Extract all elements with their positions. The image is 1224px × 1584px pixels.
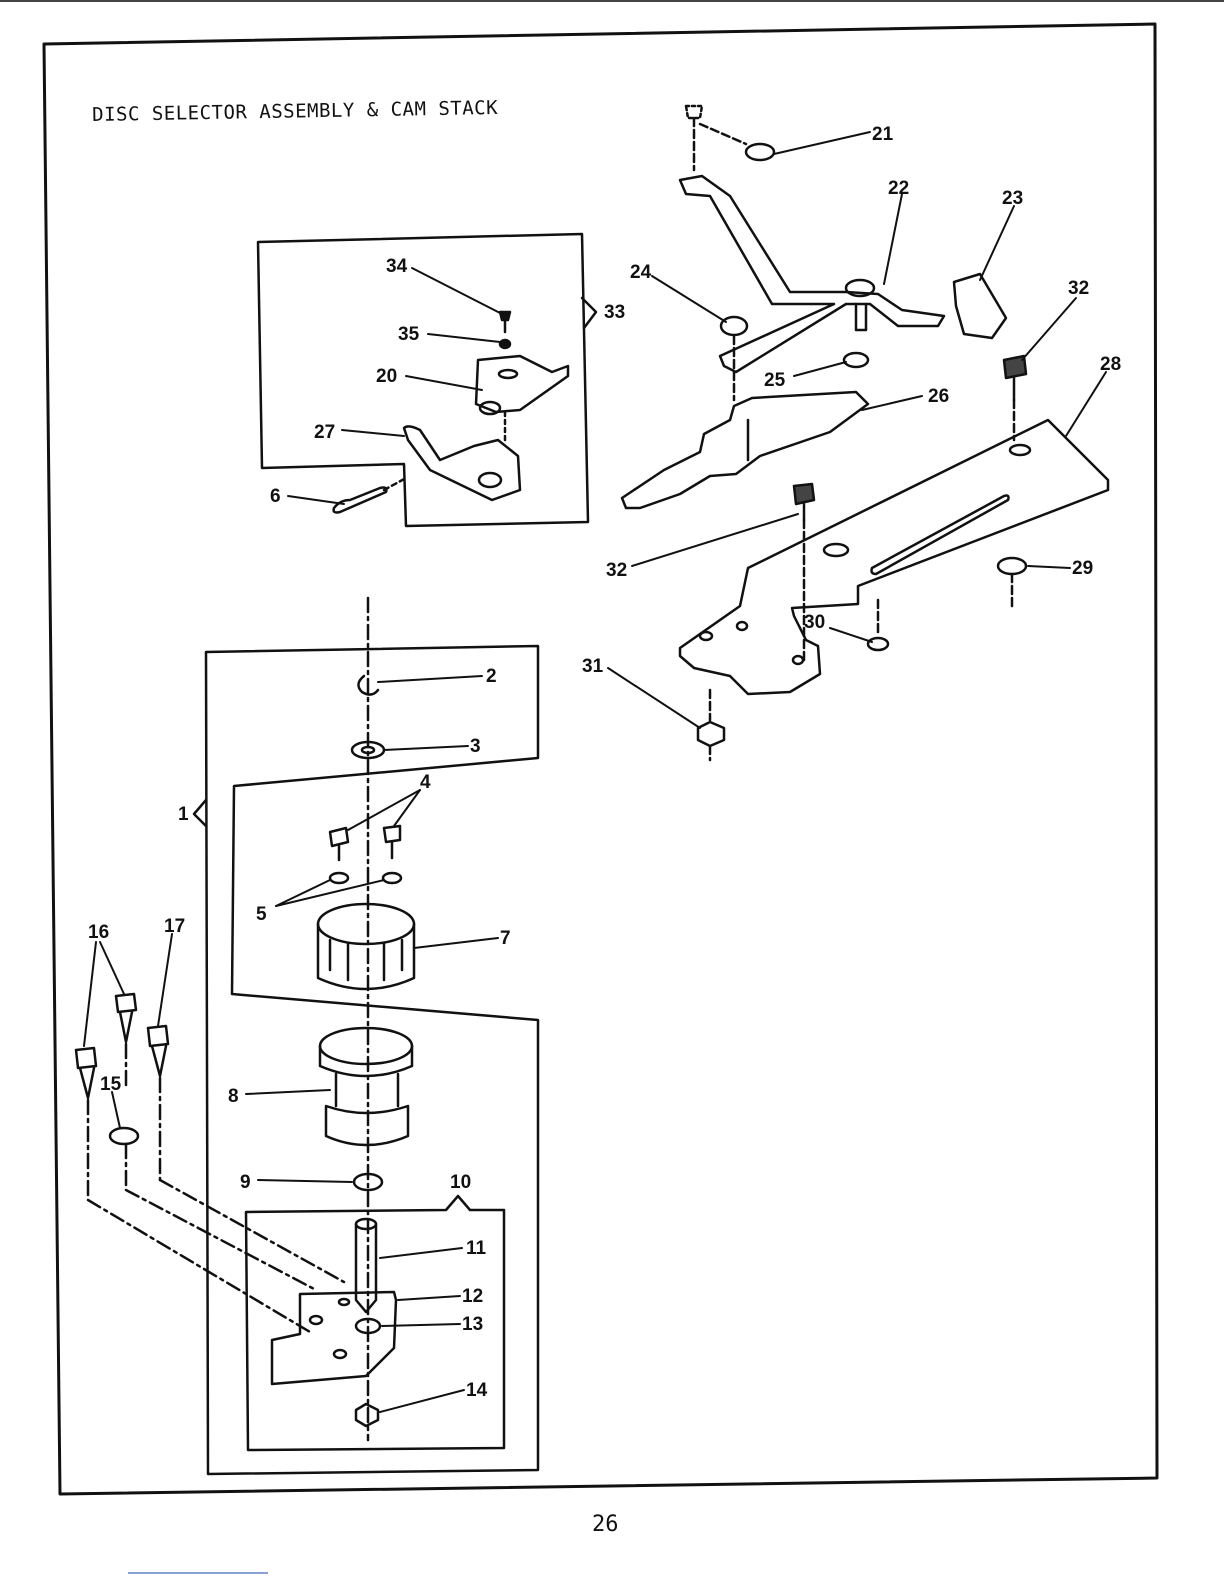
callout-3: 3 (470, 736, 481, 757)
callout-27: 27 (314, 422, 335, 443)
washer-21 (746, 144, 774, 160)
screw-top-dashed (686, 106, 702, 118)
washer-15 (110, 1128, 138, 1144)
callout-6: 6 (270, 486, 281, 507)
callout-30: 30 (804, 612, 825, 633)
shaft-11 (356, 1219, 376, 1312)
callout-31: 31 (582, 656, 604, 677)
callout-8: 8 (228, 1086, 239, 1107)
lever-27 (404, 426, 520, 500)
screw-17 (148, 1026, 168, 1180)
callout-23: 23 (1002, 188, 1023, 209)
callout-labels: 34 35 20 27 6 33 21 22 23 24 25 26 32 28… (88, 124, 1121, 1401)
callout-20: 20 (376, 366, 397, 387)
nut-31 (698, 722, 724, 746)
screw-16-a (76, 1048, 96, 1200)
washer-5a (330, 873, 348, 883)
callout-14: 14 (466, 1380, 488, 1401)
arm-22 (680, 176, 944, 372)
selector-26 (622, 392, 868, 508)
washer-5b (383, 873, 401, 883)
plate-12 (272, 1292, 396, 1384)
screw-32-lower (794, 484, 814, 660)
plate-20 (476, 356, 568, 412)
cam-7 (318, 904, 414, 989)
callout-7: 7 (500, 928, 511, 949)
callout-35: 35 (398, 324, 420, 345)
callout-34: 34 (386, 256, 408, 277)
callout-11: 11 (466, 1238, 487, 1259)
callout-22: 22 (888, 178, 909, 199)
page-number: 26 (592, 1512, 619, 1537)
washer-35 (500, 340, 510, 348)
callout-1: 1 (178, 804, 189, 825)
callout-4: 4 (420, 772, 431, 793)
callout-16: 16 (88, 922, 109, 943)
callout-9: 9 (240, 1172, 251, 1193)
callout-26: 26 (928, 386, 949, 407)
callout-5: 5 (256, 904, 267, 925)
callout-29: 29 (1072, 558, 1093, 579)
callout-28: 28 (1100, 354, 1121, 375)
callout-32-upper: 32 (1068, 278, 1089, 299)
callout-2: 2 (486, 666, 497, 687)
cam-8 (320, 1028, 412, 1145)
callout-25: 25 (764, 370, 786, 391)
nut-24 (721, 317, 747, 335)
subassembly-1-box (206, 646, 538, 1474)
callout-24: 24 (630, 262, 652, 283)
washer-29 (998, 558, 1026, 574)
callout-15: 15 (100, 1074, 122, 1095)
bottom-link-underline (128, 1572, 268, 1574)
knob-23 (954, 274, 1006, 338)
callout-21: 21 (872, 124, 894, 145)
screw-34 (500, 312, 510, 332)
brace-1 (194, 800, 206, 826)
washer-25 (844, 353, 868, 367)
callout-32-lower: 32 (606, 560, 627, 581)
callout-10: 10 (450, 1172, 471, 1193)
screws-4 (330, 826, 400, 860)
screw-32-upper (1004, 356, 1026, 440)
callout-17: 17 (164, 916, 185, 937)
washer-30 (868, 638, 888, 650)
callout-13: 13 (462, 1314, 483, 1335)
callout-33: 33 (604, 302, 625, 323)
callout-12: 12 (462, 1286, 483, 1307)
spring-6 (334, 488, 387, 513)
